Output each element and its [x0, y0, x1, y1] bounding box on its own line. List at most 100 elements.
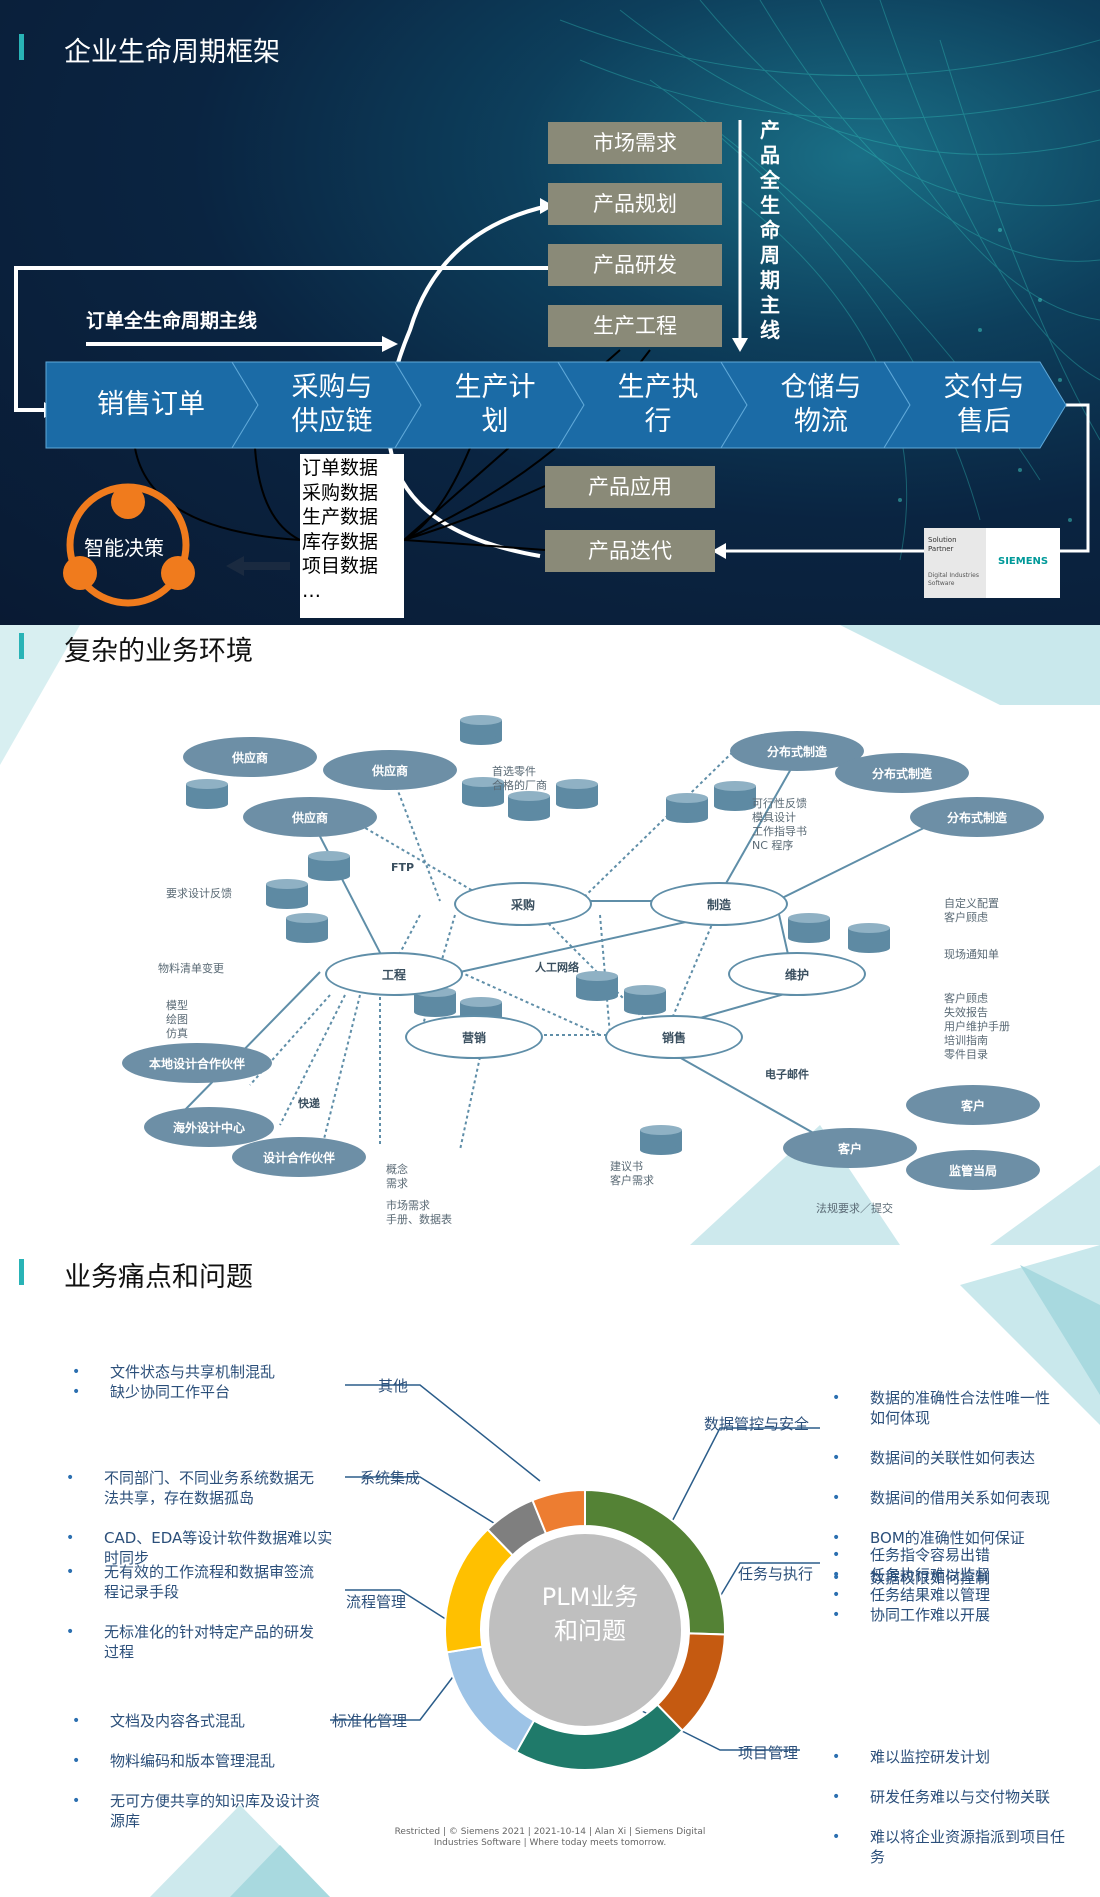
data-list: 订单数据 采购数据 生产数据 库存数据 项目数据 …	[300, 454, 404, 618]
list-item: 难以监控研发计划	[870, 1747, 1065, 1767]
database-cylinder	[286, 913, 328, 943]
badge-software: Software	[928, 580, 954, 588]
express-label: 快递	[298, 1097, 320, 1111]
manufacture-node: 制造	[650, 882, 788, 926]
market-demand-label: 市场需求 手册、数据表	[386, 1199, 452, 1227]
product-lifecycle-label: 产品全生命周期主线	[760, 118, 786, 343]
feasibility-label: 可行性反馈 模具设计 工作指导书 NC 程序	[752, 797, 807, 853]
footer-text: Restricted | © Siemens 2021 | 2021-10-14…	[380, 1827, 720, 1849]
field-notice-label: 现场通知单	[944, 948, 999, 962]
design-partner-node: 设计合作伙伴	[232, 1137, 366, 1177]
category-standard: 标准化管理	[332, 1710, 407, 1731]
list-item: 文档及内容各式混乱	[110, 1711, 320, 1731]
database-cylinder	[640, 1125, 682, 1155]
stage-product-rd: 产品研发	[548, 244, 722, 286]
custom-config-label: 自定义配置 客户顾虑	[944, 897, 999, 925]
customer-node: 客户	[783, 1128, 917, 1168]
database-cylinder	[848, 923, 890, 953]
database-cylinder	[508, 791, 550, 821]
list-item: 缺少协同工作平台	[110, 1382, 275, 1402]
network-label: 人工网络	[535, 961, 579, 975]
product-iteration-box: 产品迭代	[545, 530, 715, 572]
section-title-3: 业务痛点和问题	[64, 1255, 253, 1294]
distributed-mfg-node: 分布式制造	[910, 797, 1044, 837]
group-other-list: 文件状态与共享机制混乱 缺少协同工作平台	[110, 1362, 275, 1402]
data-item: 生产数据	[302, 505, 404, 530]
category-data-security: 数据管控与安全	[704, 1413, 809, 1434]
customer-node: 客户	[906, 1085, 1040, 1125]
list-item: 物料编码和版本管理混乱	[110, 1751, 320, 1771]
badge-di: Digital Industries	[928, 572, 979, 580]
list-item: 无可方便共享的知识库及设计资 源库	[110, 1791, 320, 1831]
category-integration: 系统集成	[360, 1467, 420, 1488]
marketing-node: 营销	[405, 1015, 543, 1059]
proposal-label: 建议书 客户需求	[610, 1160, 654, 1188]
environment-network	[0, 625, 1100, 1245]
bom-change-label: 物料清单变更	[158, 962, 224, 976]
data-item: 采购数据	[302, 481, 404, 506]
category-process: 流程管理	[346, 1591, 406, 1612]
database-cylinder	[624, 985, 666, 1015]
category-project: 项目管理	[738, 1742, 798, 1763]
chevron-production-plan: 生产计 划	[425, 362, 565, 448]
regulation-label: 法规要求／提交	[816, 1202, 893, 1216]
database-cylinder	[308, 851, 350, 881]
group-task-list: 任务指令容易出错 任务执行难以监督 任务结果难以管理 协同工作难以开展	[870, 1545, 990, 1625]
list-item: 任务结果难以管理	[870, 1585, 990, 1605]
business-environment-section: 复杂的业务环境 供应商 供应商 供应商 分布式制造 分布式制造 分布式制造 本地…	[0, 625, 1100, 1245]
distributed-mfg-node: 分布式制造	[835, 753, 969, 793]
list-item: 数据的准确性合法性唯一性 如何体现	[870, 1388, 1050, 1428]
supplier-node: 供应商	[183, 737, 317, 777]
engineering-node: 工程	[325, 952, 463, 996]
group-project-list: 难以监控研发计划 研发任务难以与交付物关联 难以将企业资源指派到项目任 务	[870, 1727, 1065, 1887]
title-accent-bar-3	[19, 1259, 24, 1285]
pain-points-section: 业务痛点和问题 PLM业务 和问题 文件状态与共享机制混乱 缺少协同工作平台 其…	[0, 1245, 1100, 1897]
donut-center-label: PLM业务 和问题	[520, 1580, 660, 1648]
list-item: 协同工作难以开展	[870, 1605, 990, 1625]
regulator-node: 监管当局	[906, 1150, 1040, 1190]
siemens-badge: Solution Partner Digital Industries Soft…	[924, 528, 1060, 598]
preferred-parts-label: 首选零件 合格的厂商	[492, 765, 547, 793]
group-process-list: 无有效的工作流程和数据审签流 程记录手段 无标准化的针对特定产品的研发 过程	[104, 1542, 314, 1682]
list-item: 难以将企业资源指派到项目任 务	[870, 1827, 1065, 1867]
section-title-2: 复杂的业务环境	[64, 629, 253, 668]
email-label: 电子邮件	[765, 1068, 809, 1082]
database-cylinder	[266, 879, 308, 909]
concept-label: 概念 需求	[386, 1163, 408, 1191]
supplier-node: 供应商	[323, 750, 457, 790]
stage-market-demand: 市场需求	[548, 122, 722, 164]
database-cylinder	[666, 793, 708, 823]
smart-decision-label: 智能决策	[84, 532, 164, 561]
database-cylinder	[556, 779, 598, 809]
database-cylinder	[576, 971, 618, 1001]
stage-product-planning: 产品规划	[548, 183, 722, 225]
badge-solution: Solution	[928, 536, 957, 545]
badge-partner: Partner	[928, 545, 953, 554]
list-item: 文件状态与共享机制混乱	[110, 1362, 275, 1382]
database-cylinder	[714, 781, 756, 811]
ftp-label: FTP	[391, 861, 414, 875]
list-item: 无有效的工作流程和数据审签流 程记录手段	[104, 1562, 314, 1602]
chevron-procurement: 采购与 供应链	[262, 362, 402, 448]
chevron-sales-order: 销售订单	[66, 362, 236, 448]
title-accent-bar	[19, 34, 24, 60]
order-lifecycle-label: 订单全生命周期主线	[86, 306, 257, 333]
supplier-node: 供应商	[243, 797, 377, 837]
siemens-logo: SIEMENS	[998, 556, 1048, 567]
data-item: 库存数据	[302, 530, 404, 555]
database-cylinder	[460, 715, 502, 745]
list-item: 数据间的关联性如何表达	[870, 1448, 1050, 1468]
section-title: 企业生命周期框架	[64, 30, 280, 69]
category-task: 任务与执行	[738, 1563, 813, 1584]
chevron-delivery: 交付与 售后	[914, 362, 1054, 448]
list-item: 不同部门、不同业务系统数据无 法共享，存在数据孤岛	[104, 1468, 332, 1508]
list-item: 数据间的借用关系如何表现	[870, 1488, 1050, 1508]
design-feedback-label: 要求设计反馈	[166, 887, 232, 901]
list-item: 任务执行难以监督	[870, 1565, 990, 1585]
maintenance-node: 维护	[728, 952, 866, 996]
purchase-node: 采购	[454, 882, 592, 926]
data-item: …	[302, 579, 404, 604]
database-cylinder	[788, 913, 830, 943]
local-design-partner-node: 本地设计合作伙伴	[122, 1043, 272, 1083]
chevron-production-exec: 生产执 行	[588, 362, 728, 448]
